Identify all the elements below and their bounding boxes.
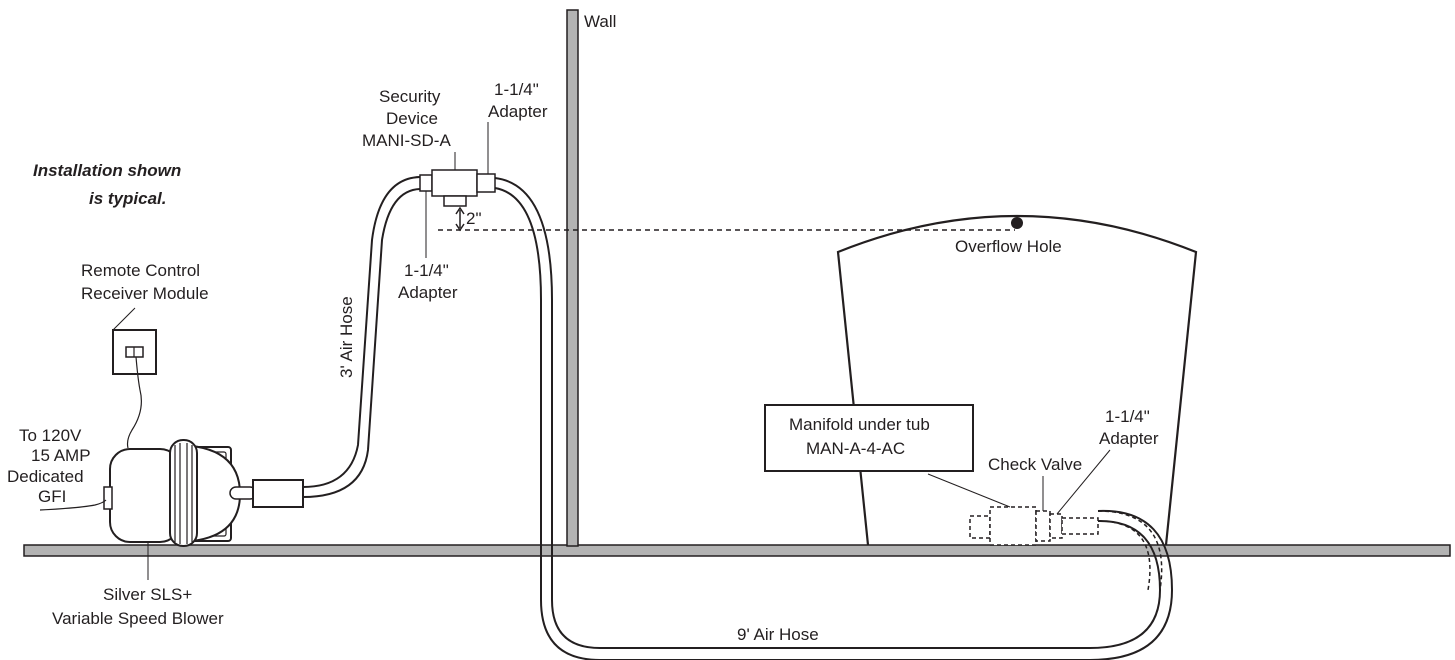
remote-control-label-1: Remote Control (81, 261, 200, 280)
gap-arrow (455, 206, 465, 232)
security-device-label-1: Security (379, 87, 441, 106)
overflow-hole-label: Overflow Hole (955, 237, 1062, 256)
adapter-lower-label-2: Adapter (398, 283, 458, 302)
installation-note-line-2: is typical. (89, 189, 166, 208)
air-hose-9ft-label: 9' Air Hose (737, 625, 819, 644)
wall (566, 9, 579, 547)
gap-label: 2" (466, 209, 482, 228)
check-valve-label: Check Valve (988, 455, 1082, 474)
installation-note-line-1: Installation shown (33, 161, 181, 180)
adapter-right-label-1: 1-1/4" (1105, 407, 1150, 426)
adapter-right-leader (1056, 449, 1111, 515)
overflow-hole-icon (1011, 217, 1023, 229)
manifold-leader (927, 473, 1011, 508)
air-hose-9ft (494, 177, 1174, 660)
adapter-top-label-2: Adapter (488, 102, 548, 121)
power-cord (39, 499, 107, 511)
blower-label-1: Silver SLS+ (103, 585, 192, 604)
air-hose-3ft (302, 176, 421, 498)
security-device-label-2: Device (386, 109, 438, 128)
security-device-label-3: MANI-SD-A (362, 131, 451, 150)
blower-label-2: Variable Speed Blower (52, 609, 224, 628)
air-hose-3ft-label: 3' Air Hose (337, 296, 356, 378)
remote-control-leader (112, 307, 136, 331)
manifold-label-1: Manifold under tub (789, 415, 930, 434)
power-label-1: To 120V (19, 426, 82, 445)
wall-label: Wall (584, 12, 616, 31)
power-label-2: 15 AMP (31, 446, 91, 465)
floor (23, 544, 1451, 557)
blower (103, 439, 304, 547)
power-label-3: Dedicated (7, 467, 84, 486)
adapter-right-label-2: Adapter (1099, 429, 1159, 448)
security-device (419, 169, 496, 207)
adapter-lower-label-1: 1-1/4" (404, 261, 449, 280)
manifold-assembly (969, 506, 1163, 591)
tub (836, 214, 1198, 546)
remote-control-label-2: Receiver Module (81, 284, 209, 303)
receiver-cable (126, 356, 142, 449)
manifold-label-2: MAN-A-4-AC (806, 439, 905, 458)
adapter-top-label-1: 1-1/4" (494, 80, 539, 99)
manifold-label-box (764, 404, 974, 472)
power-label-4: GFI (38, 487, 66, 506)
